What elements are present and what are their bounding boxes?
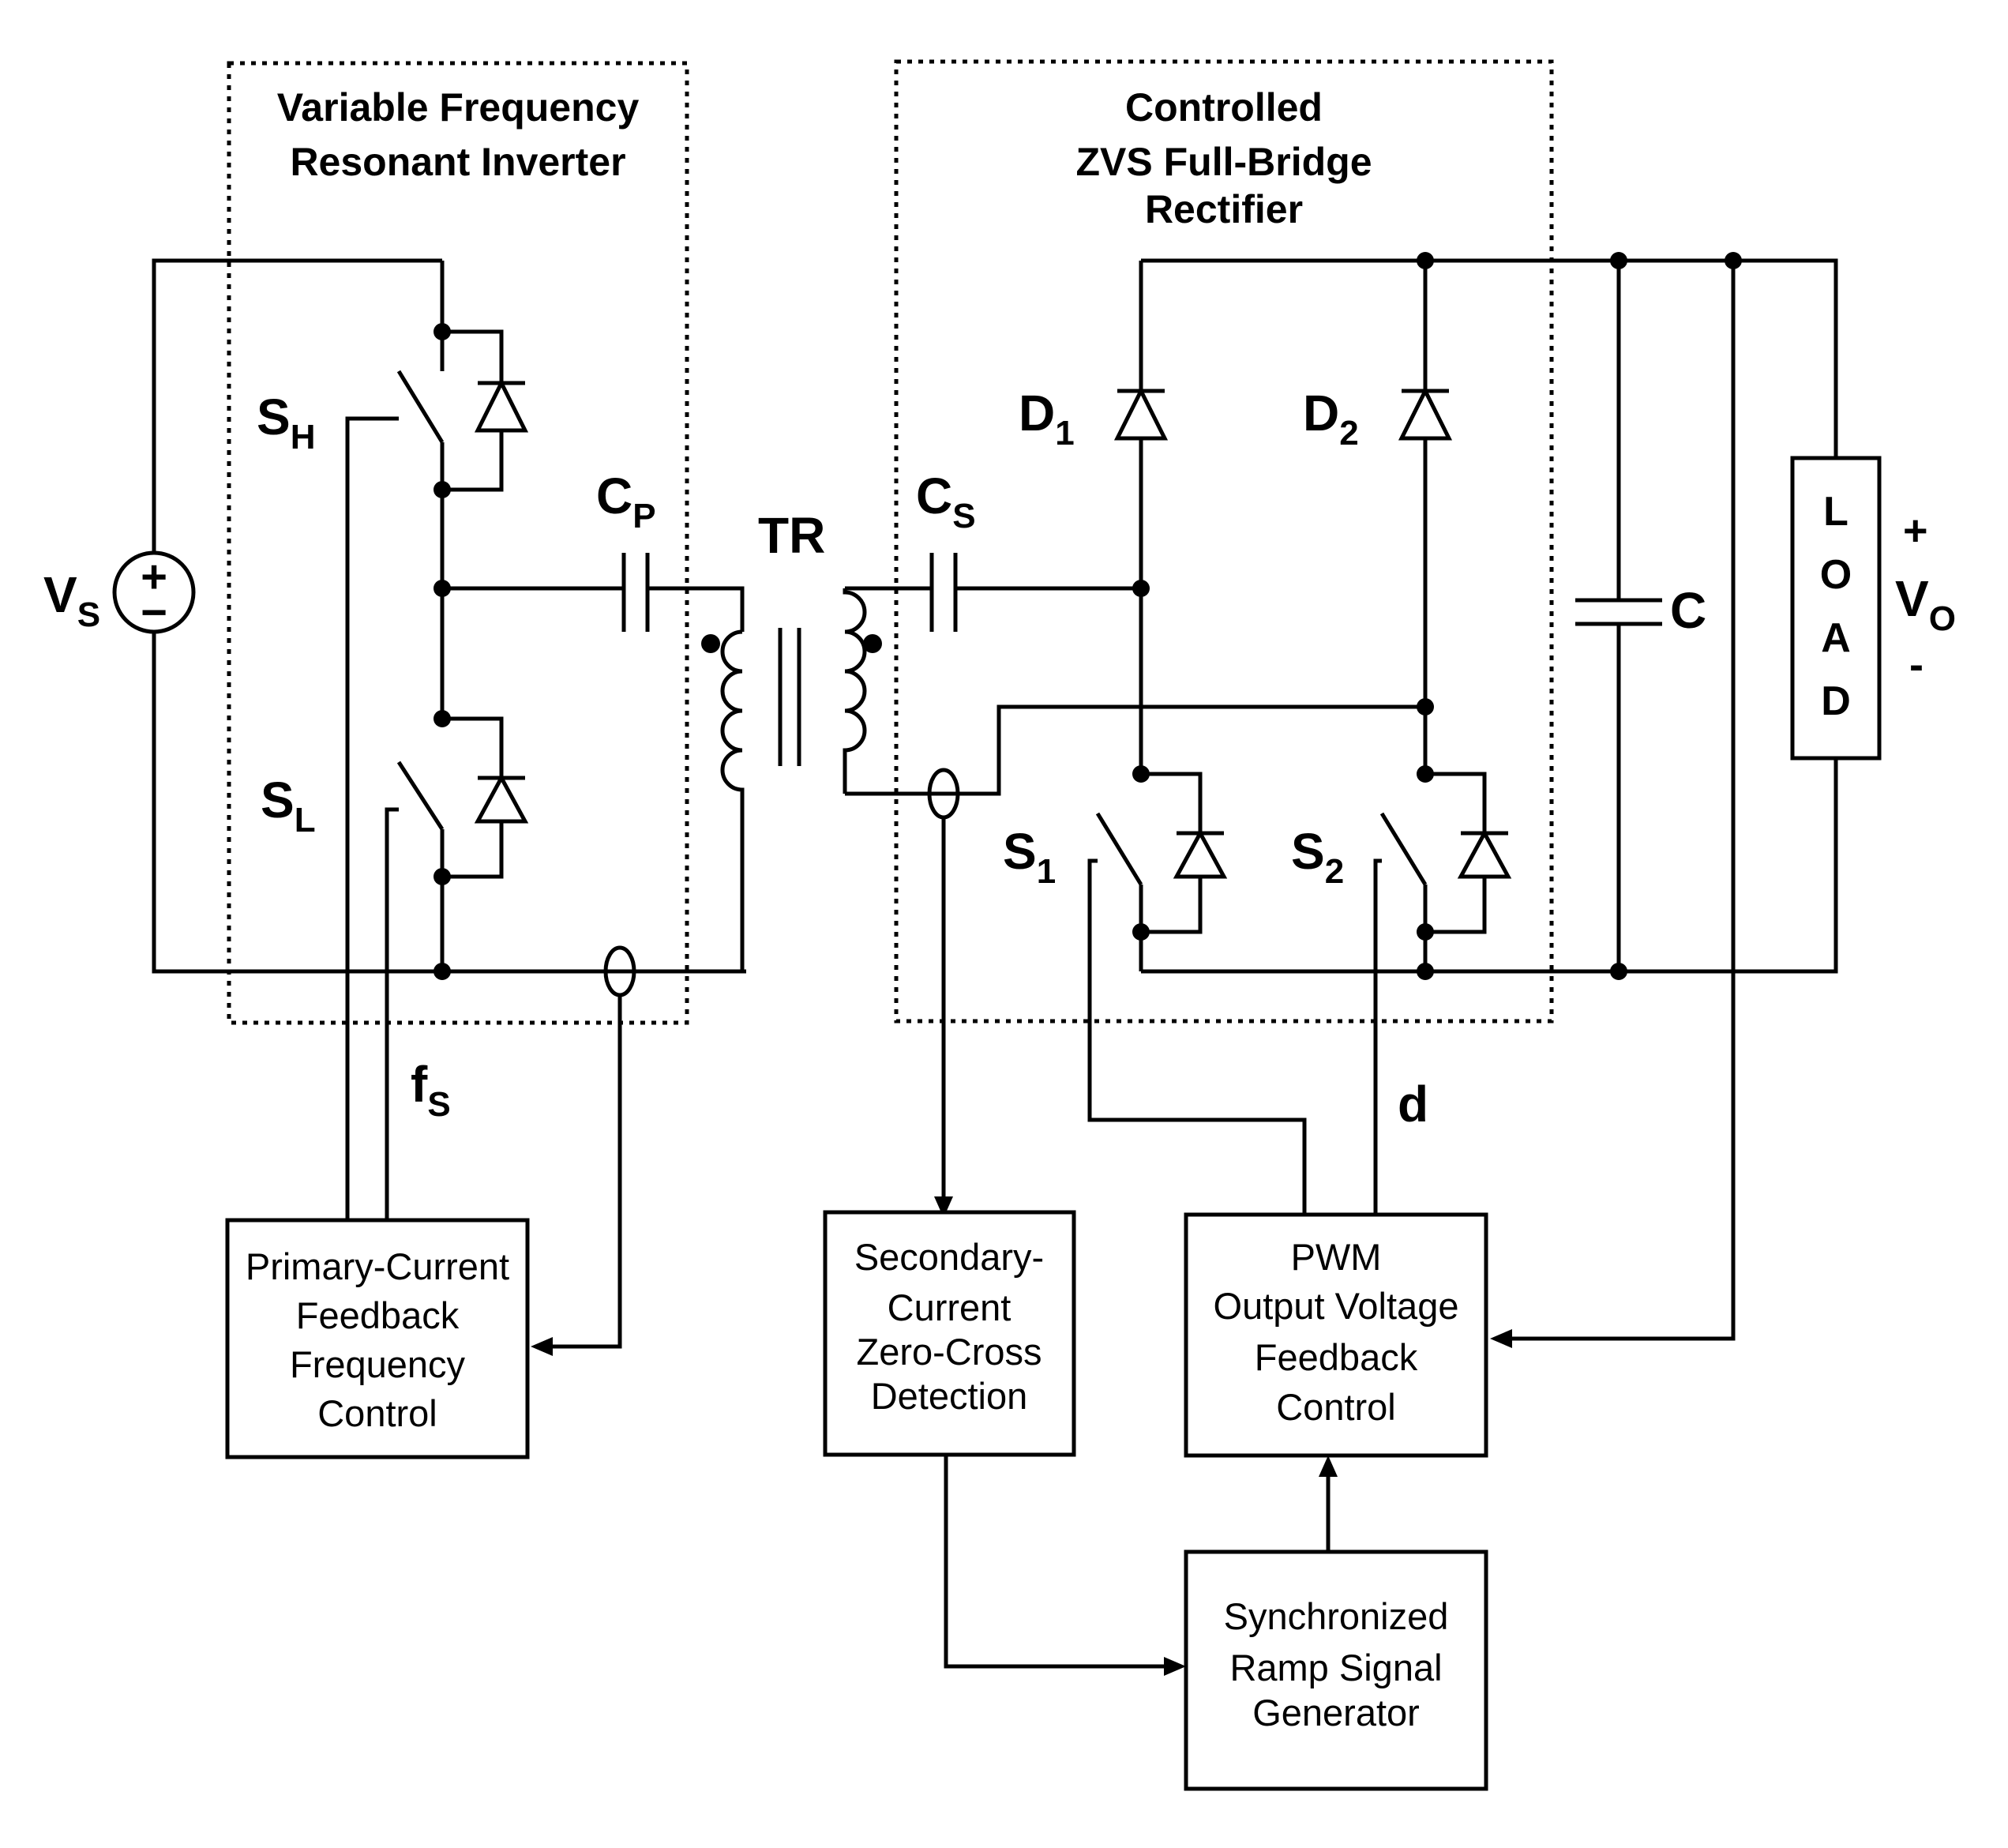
pwm-feedback-control-block: PWM Output Voltage Feedback Control	[1186, 1215, 1486, 1455]
sl-label: SL	[261, 772, 316, 839]
rectifier-title: Controlled ZVS Full-Bridge Rectifier	[1076, 85, 1372, 231]
dc-source-vs: + −	[114, 261, 746, 971]
svg-text:L: L	[1823, 489, 1848, 535]
s2-label: S2	[1291, 823, 1344, 891]
d-label: d	[1398, 1076, 1428, 1132]
diode-sh-antiparallel	[442, 332, 525, 490]
diode-sl-antiparallel	[442, 719, 525, 877]
svg-text:Frequency: Frequency	[290, 1343, 466, 1385]
svg-text:Controlled: Controlled	[1125, 85, 1323, 130]
svg-text:Synchronized: Synchronized	[1224, 1595, 1449, 1637]
capacitor-cs	[845, 553, 1141, 632]
svg-text:Detection: Detection	[871, 1375, 1028, 1417]
switch-sl	[399, 762, 442, 877]
d2-label: D2	[1303, 385, 1359, 453]
switch-sh	[399, 332, 442, 490]
load-resistor: L O A D	[1792, 458, 1879, 758]
diode-s1-antiparallel	[1141, 774, 1224, 932]
primary-current-control-block: Primary-Current Feedback Frequency Contr…	[227, 1220, 527, 1457]
diode-s2-antiparallel	[1425, 774, 1508, 932]
capacitor-c	[1575, 261, 1662, 971]
svg-text:D: D	[1821, 678, 1851, 724]
zero-cross-detection-block: Secondary- Current Zero-Cross Detection	[825, 1212, 1074, 1455]
switch-s2	[1382, 813, 1425, 932]
transformer-tr	[701, 588, 882, 971]
svg-text:Zero-Cross: Zero-Cross	[856, 1331, 1042, 1373]
s1-label: S1	[1003, 823, 1056, 891]
svg-text:Control: Control	[317, 1392, 437, 1434]
d1-label: D1	[1019, 385, 1075, 453]
cp-label: CP	[596, 468, 656, 535]
svg-text:Feedback: Feedback	[1255, 1336, 1418, 1378]
source-minus-sign: −	[141, 587, 167, 638]
diode-d1	[1117, 391, 1165, 438]
capacitor-cp	[442, 553, 742, 632]
c-label: C	[1670, 582, 1706, 639]
inverter-enclosure	[229, 63, 687, 1023]
vo-minus: -	[1909, 641, 1924, 689]
sh-label: SH	[257, 389, 315, 456]
vo-label: VO	[1895, 570, 1956, 638]
svg-text:ZVS Full-Bridge: ZVS Full-Bridge	[1076, 140, 1372, 184]
svg-text:A: A	[1821, 615, 1851, 661]
svg-text:Generator: Generator	[1252, 1692, 1420, 1733]
switch-s1	[1098, 813, 1141, 932]
svg-text:Primary-Current: Primary-Current	[246, 1245, 509, 1287]
svg-text:Ramp Signal: Ramp Signal	[1229, 1647, 1442, 1688]
svg-text:Secondary-: Secondary-	[854, 1236, 1044, 1278]
svg-text:Rectifier: Rectifier	[1145, 187, 1303, 231]
fs-label: fS	[411, 1056, 451, 1124]
diode-d2	[1402, 391, 1449, 438]
svg-text:O: O	[1820, 552, 1852, 598]
ramp-generator-block: Synchronized Ramp Signal Generator	[1186, 1552, 1486, 1789]
vo-plus: +	[1903, 507, 1928, 554]
svg-text:Output Voltage: Output Voltage	[1214, 1285, 1459, 1327]
svg-text:Control: Control	[1276, 1386, 1396, 1428]
svg-text:Feedback: Feedback	[296, 1294, 460, 1336]
svg-text:PWM: PWM	[1291, 1236, 1382, 1278]
cs-label: CS	[916, 468, 976, 535]
svg-text:Current: Current	[888, 1286, 1012, 1328]
svg-text:Resonant Inverter: Resonant Inverter	[290, 140, 625, 184]
tr-label: TR	[758, 507, 825, 564]
inverter-title: Variable Frequency Resonant Inverter	[277, 85, 640, 184]
svg-text:Variable Frequency: Variable Frequency	[277, 85, 640, 130]
vs-label: VS	[43, 566, 100, 634]
